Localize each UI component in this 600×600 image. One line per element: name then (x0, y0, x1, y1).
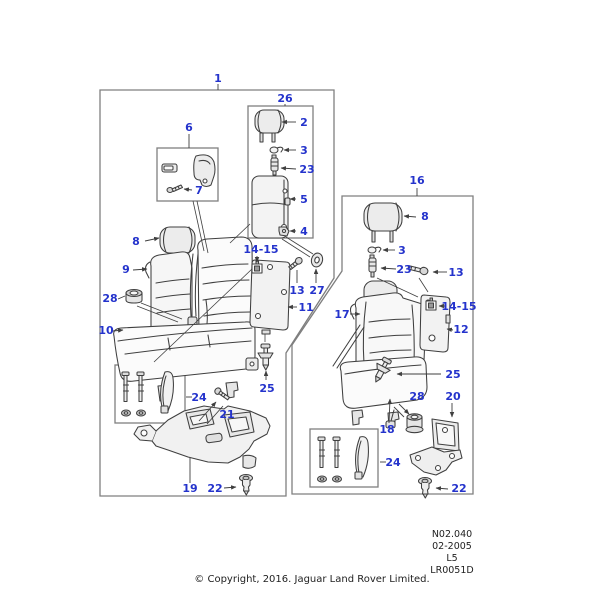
callout-3-left: 3 (300, 144, 308, 157)
callout-21: 21 (219, 408, 234, 421)
part-guide-sleeve-23-right (368, 254, 377, 278)
drawing-ref-code: LR0051D (430, 565, 473, 576)
callout-20: 20 (445, 390, 461, 403)
callout-25-right: 25 (445, 368, 460, 381)
callout-27: 27 (309, 284, 324, 297)
part-washer-27 (310, 252, 324, 268)
part-cushion-10 (113, 321, 256, 382)
callout-7: 7 (195, 184, 203, 197)
callout-19: 19 (182, 482, 197, 495)
box-6-outline (156, 147, 219, 202)
part-bolt-13-right (407, 265, 429, 276)
copyright-notice: © Copyright, 2016. Jaguar Land Rover Lim… (194, 574, 429, 585)
callout-28-right: 28 (409, 390, 424, 403)
callout-10: 10 (98, 324, 114, 337)
callout-24-right: 24 (385, 456, 401, 469)
callout-4: 4 (300, 225, 308, 238)
box-16-outline (291, 195, 474, 495)
callout-25-left: 25 (259, 382, 274, 395)
callout-8-left: 8 (132, 235, 140, 248)
part-floor-panel-19 (133, 405, 271, 469)
callout-26: 26 (277, 92, 293, 105)
callout-28-left: 28 (102, 292, 117, 305)
callout-14-15-left: 14-15 (243, 243, 278, 256)
part-clip-14-15-right (425, 297, 437, 311)
callout-2: 2 (300, 116, 308, 129)
part-rear-panel-11 (249, 259, 291, 335)
drawing-sheet: L5 (446, 553, 457, 564)
part-armrest-covers-6 (161, 154, 216, 188)
box-24-right-outline (309, 428, 379, 488)
part-bolt-13-left (288, 257, 303, 271)
callout-13-left: 13 (289, 284, 304, 297)
part-fastener-25-right (375, 356, 392, 383)
drawing-date: 02-2005 (432, 541, 472, 552)
callout-9: 9 (122, 263, 130, 276)
callout-23-right: 23 (396, 263, 411, 276)
callout-22-right: 22 (451, 482, 466, 495)
kit-24-right-contents (316, 436, 369, 483)
part-headrest-2 (254, 109, 285, 143)
part-retainer-clip-3-left (269, 146, 284, 154)
part-screw-21 (214, 387, 230, 401)
part-rivet-22-left (238, 473, 254, 496)
leader-lines (112, 84, 455, 491)
callout-17: 17 (334, 308, 349, 321)
callout-11: 11 (298, 301, 313, 314)
part-headrest-8-right (363, 202, 403, 243)
part-fastener-25-left (257, 343, 274, 371)
kit-24-left-contents (120, 371, 174, 417)
callout-16: 16 (409, 174, 425, 187)
callout-8-right: 8 (421, 210, 429, 223)
callout-22-left: 22 (207, 482, 222, 495)
callout-labels: 1 26 2 3 23 5 4 6 7 8 9 28 10 14-15 13 2… (98, 72, 476, 495)
part-rivet-22-right (417, 476, 433, 499)
callout-18: 18 (379, 423, 394, 436)
part-seat-17 (332, 280, 428, 429)
callout-24-left: 24 (191, 391, 207, 404)
part-retainer-clip-3-right (367, 246, 382, 254)
part-bracket-20 (409, 418, 463, 476)
callout-5: 5 (300, 193, 308, 206)
callout-12: 12 (453, 323, 468, 336)
callout-13-right: 13 (448, 266, 463, 279)
right-assembly-drawings (316, 202, 463, 499)
drawing-id-block: N02.040 02-2005 L5 LR0051D (430, 529, 473, 576)
part-center-squab-5 (251, 175, 291, 239)
left-assembly-drawings (113, 109, 324, 496)
part-bushing-28-right (405, 413, 424, 434)
callout-1: 1 (214, 72, 222, 85)
callout-14-15-right: 14-15 (441, 300, 476, 313)
drawing-number: N02.040 (432, 529, 472, 540)
callout-3-right: 3 (398, 244, 406, 257)
part-latch-4 (278, 226, 290, 237)
part-bushing-28-left (125, 288, 143, 304)
callout-23-left: 23 (299, 163, 314, 176)
part-guide-sleeve-23-left (270, 154, 279, 176)
callout-6: 6 (185, 121, 193, 134)
part-screw-7 (166, 184, 184, 194)
box-1-outline (99, 89, 335, 497)
